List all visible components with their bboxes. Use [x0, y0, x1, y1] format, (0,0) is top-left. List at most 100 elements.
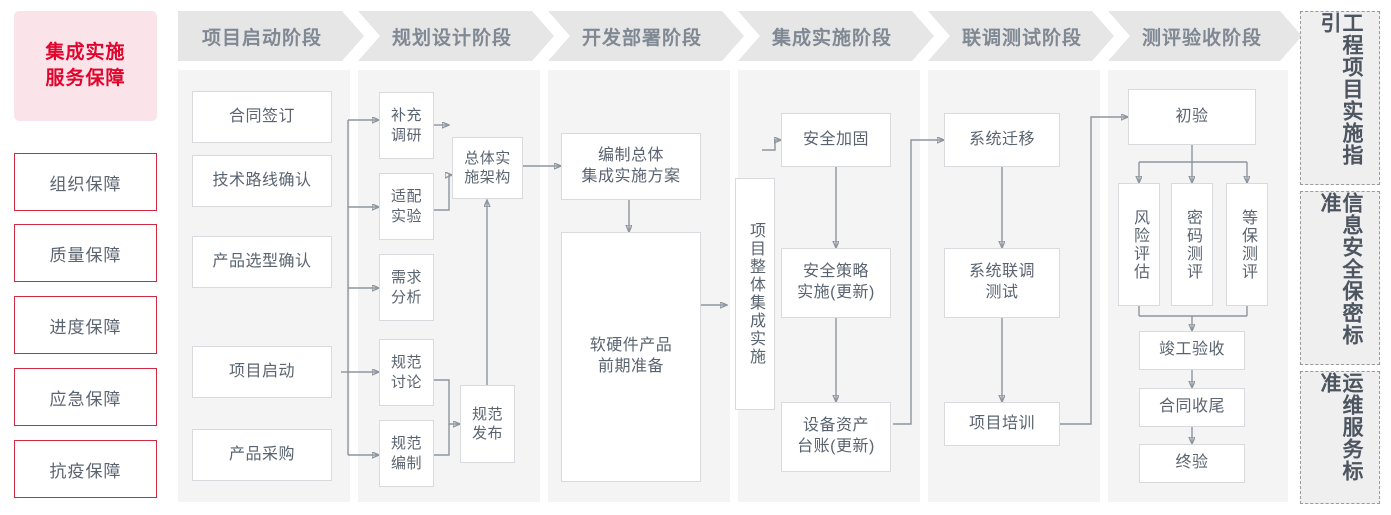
node-mlps-evaluation[interactable]: 等保测评	[1226, 183, 1268, 306]
node-spec-discussion[interactable]: 规范讨论	[379, 339, 434, 406]
node-system-migration[interactable]: 系统迁移	[944, 113, 1060, 167]
sidebar-hero-line1: 集成实施	[45, 42, 126, 64]
sidebar-item-epidemic[interactable]: 抗疫保障	[14, 440, 157, 498]
phase-title: 联调测试阶段	[962, 27, 1083, 49]
node-risk-assessment[interactable]: 风险评估	[1118, 183, 1160, 306]
node-label-line1: 安全策略	[802, 263, 869, 281]
node-label-line2: 台账(更新)	[797, 438, 875, 455]
phase-header-acceptance[interactable]: 测评验收阶段	[1108, 11, 1302, 61]
node-overall-project-integration[interactable]: 项目整体集成实施	[735, 178, 775, 410]
phase-header-joint-test[interactable]: 联调测试阶段	[928, 11, 1114, 61]
sidebar-item-quality[interactable]: 质量保障	[14, 224, 157, 282]
node-label-line2: 实施(更新)	[797, 284, 875, 301]
phase-header-planning[interactable]: 规划设计阶段	[358, 11, 554, 61]
node-label-line1: 适配	[390, 188, 422, 205]
sidebar-item-label: 质量保障	[49, 245, 122, 265]
node-adaptation-experiment[interactable]: 适配实验	[379, 173, 434, 240]
node-label: 项目启动	[228, 362, 295, 380]
standard-infosec-confidentiality[interactable]: 信息安全保密标准	[1300, 191, 1380, 365]
node-label: 风险评估	[1131, 208, 1148, 281]
node-label-line1: 设备资产	[802, 417, 869, 435]
node-label: 终验	[1175, 454, 1209, 472]
node-tech-route-confirm[interactable]: 技术路线确认	[192, 155, 332, 207]
node-product-model-confirm[interactable]: 产品选型确认	[192, 236, 332, 288]
node-label: 密码测评	[1184, 208, 1201, 281]
node-label: 产品选型确认	[212, 252, 312, 270]
node-label-line1: 总体实	[464, 149, 511, 167]
phase-title: 集成实施阶段	[772, 27, 893, 49]
node-security-policy-update[interactable]: 安全策略实施(更新)	[781, 248, 891, 318]
guarantee-sidebar: 集成实施 服务保障 组织保障 质量保障 进度保障 应急保障 抗疫保障	[0, 0, 170, 515]
node-product-procurement[interactable]: 产品采购	[192, 429, 332, 481]
phase-header-initiation[interactable]: 项目启动阶段	[178, 11, 364, 61]
node-label-line1: 规范	[390, 435, 422, 452]
node-label-line2: 测试	[985, 284, 1019, 301]
node-label: 等保测评	[1239, 208, 1256, 281]
node-system-joint-test[interactable]: 系统联调测试	[944, 248, 1060, 318]
sidebar-item-organization[interactable]: 组织保障	[14, 153, 157, 211]
standard-engineering-guideline[interactable]: 工程项目实施指引	[1300, 11, 1380, 185]
node-label-line2: 分析	[390, 288, 422, 306]
node-requirement-analysis[interactable]: 需求分析	[379, 254, 434, 321]
node-label-line1: 规范	[471, 405, 503, 423]
node-equipment-asset-ledger[interactable]: 设备资产台账(更新)	[781, 402, 891, 472]
phase-title: 项目启动阶段	[202, 27, 323, 49]
node-label-line2: 编制	[390, 454, 422, 472]
sidebar-item-label: 组织保障	[49, 174, 122, 194]
standard-label: 信息安全保密标准	[1318, 192, 1364, 346]
node-label-line2: 集成实施方案	[581, 167, 681, 185]
node-label-line2: 实验	[390, 207, 422, 225]
phase-header-integration[interactable]: 集成实施阶段	[738, 11, 934, 61]
node-draft-overall-integration-plan[interactable]: 编制总体集成实施方案	[561, 133, 701, 200]
standard-label: 工程项目实施指引	[1318, 12, 1364, 166]
sidebar-item-label: 进度保障	[49, 317, 122, 337]
node-label-line1: 规范	[390, 354, 422, 371]
node-label-line1: 编制总体	[597, 146, 664, 164]
phase-title: 规划设计阶段	[392, 27, 513, 49]
node-label-line1: 补充	[390, 107, 422, 124]
sidebar-item-label: 抗疫保障	[49, 461, 122, 481]
node-label: 竣工验收	[1158, 341, 1225, 359]
node-cryptography-evaluation[interactable]: 密码测评	[1171, 183, 1213, 306]
node-label-line2: 调研	[390, 126, 422, 144]
node-spec-release[interactable]: 规范发布	[460, 385, 515, 463]
phase-title: 测评验收阶段	[1142, 27, 1263, 49]
standard-om-service[interactable]: 运维服务标准	[1300, 371, 1380, 504]
node-contract-closure[interactable]: 合同收尾	[1139, 388, 1245, 427]
node-label-line2: 施架构	[464, 169, 511, 186]
sidebar-item-emergency[interactable]: 应急保障	[14, 368, 157, 426]
phase-title: 开发部署阶段	[582, 27, 703, 49]
sidebar-item-schedule[interactable]: 进度保障	[14, 296, 157, 354]
sidebar-hero: 集成实施 服务保障	[14, 11, 157, 121]
node-security-hardening[interactable]: 安全加固	[781, 113, 891, 167]
node-label: 初验	[1175, 107, 1209, 125]
node-label-line2: 讨论	[390, 373, 422, 391]
node-preliminary-acceptance[interactable]: 初验	[1128, 89, 1256, 145]
node-label-line1: 系统联调	[968, 263, 1035, 281]
phase-header-development[interactable]: 开发部署阶段	[548, 11, 744, 61]
sidebar-hero-line2: 服务保障	[45, 68, 126, 89]
node-label-line2: 发布	[471, 425, 503, 442]
node-completion-acceptance[interactable]: 竣工验收	[1139, 331, 1245, 370]
node-overall-implementation-architecture[interactable]: 总体实施架构	[452, 137, 523, 199]
node-label: 合同收尾	[1158, 398, 1225, 416]
node-project-kickoff[interactable]: 项目启动	[192, 346, 332, 398]
node-project-training[interactable]: 项目培训	[944, 402, 1060, 446]
node-label: 技术路线确认	[212, 171, 312, 189]
node-label-line1: 需求	[390, 269, 422, 286]
node-label: 合同签订	[228, 107, 295, 125]
standard-label: 运维服务标准	[1318, 372, 1364, 482]
node-spec-drafting[interactable]: 规范编制	[379, 420, 434, 487]
standards-rail: 工程项目实施指引 信息安全保密标准 运维服务标准	[1300, 11, 1380, 504]
node-contract-signing[interactable]: 合同签订	[192, 91, 332, 143]
node-supplementary-research[interactable]: 补充调研	[379, 92, 434, 159]
node-label: 项目培训	[968, 414, 1035, 432]
node-label: 安全加固	[802, 130, 869, 148]
sidebar-item-label: 应急保障	[49, 389, 122, 409]
node-label: 系统迁移	[968, 130, 1035, 148]
node-label: 项目整体集成实施	[747, 222, 764, 366]
node-label-line1: 软硬件产品	[589, 337, 673, 355]
node-label: 产品采购	[228, 445, 295, 463]
node-final-acceptance[interactable]: 终验	[1139, 444, 1245, 483]
node-hw-sw-preparation[interactable]: 软硬件产品前期准备	[561, 232, 701, 482]
